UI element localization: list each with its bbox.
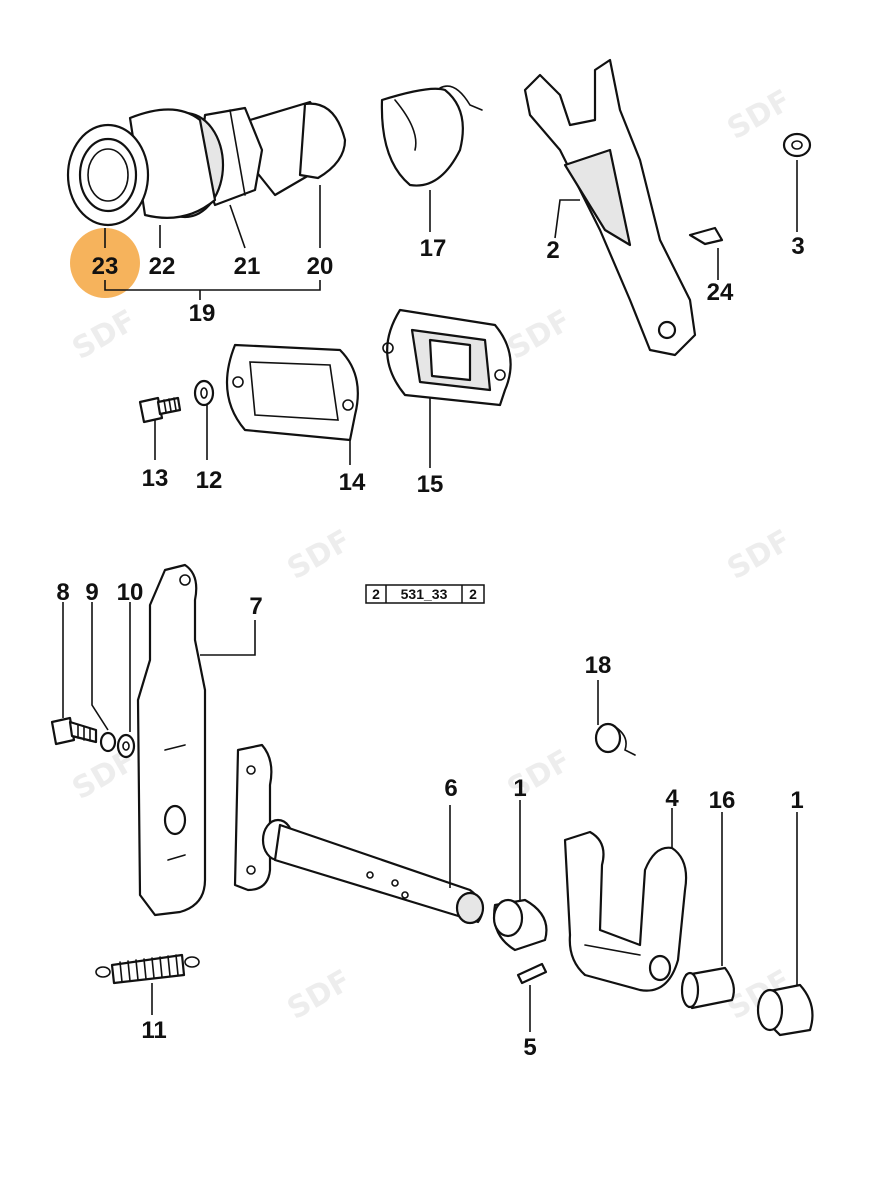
label-2[interactable]: 2: [546, 237, 559, 264]
label-10[interactable]: 10: [117, 579, 144, 606]
label-6[interactable]: 6: [444, 775, 457, 802]
diagram-code-box: 2 531_33 2: [365, 584, 485, 604]
label-24[interactable]: 24: [707, 279, 734, 306]
part-14-gasket[interactable]: [225, 343, 359, 465]
label-19[interactable]: 19: [189, 300, 216, 327]
label-15[interactable]: 15: [417, 471, 444, 498]
part-15-cover[interactable]: [382, 308, 512, 468]
label-17[interactable]: 17: [420, 235, 447, 262]
label-14[interactable]: 14: [339, 469, 366, 496]
part-3-washer[interactable]: [782, 132, 812, 232]
watermark: SDF: [722, 523, 798, 587]
leaders-19: [104, 185, 321, 300]
part-8-bolt[interactable]: [50, 602, 98, 746]
label-23[interactable]: 23: [92, 253, 119, 280]
part-13-bolt[interactable]: [138, 396, 182, 460]
part-12-washer[interactable]: [193, 379, 215, 460]
label-3[interactable]: 3: [791, 233, 804, 260]
label-12[interactable]: 12: [196, 467, 223, 494]
part-1-flanged-bushing[interactable]: [756, 812, 814, 1037]
label-22[interactable]: 22: [149, 253, 176, 280]
part-18-clip[interactable]: [594, 680, 636, 756]
label-16[interactable]: 16: [709, 787, 736, 814]
label-1-flanged-bushing[interactable]: 1: [790, 787, 803, 814]
label-8[interactable]: 8: [56, 579, 69, 606]
code-main: 531_33: [401, 586, 448, 602]
label-1-bushing[interactable]: 1: [513, 775, 526, 802]
part-2-clutch-fork[interactable]: [523, 58, 697, 357]
part-11-spring[interactable]: [95, 953, 200, 1015]
part-10-washer[interactable]: [116, 602, 136, 759]
part-4-shift-fork[interactable]: [563, 808, 688, 992]
watermark: SDF: [67, 303, 143, 367]
part-9-washer[interactable]: [91, 602, 117, 753]
label-21[interactable]: 21: [234, 253, 261, 280]
part-16-bushing[interactable]: [680, 812, 735, 1010]
part-24-clip[interactable]: [688, 226, 724, 280]
watermark: SDF: [722, 83, 798, 147]
part-1-bushing[interactable]: [492, 800, 548, 952]
watermark: SDF: [282, 523, 358, 587]
watermark: SDF: [502, 303, 578, 367]
release-bearing-assembly[interactable]: [66, 100, 347, 227]
label-20[interactable]: 20: [307, 253, 334, 280]
part-17-retaining-spring[interactable]: [380, 85, 483, 232]
highlight-marker: [70, 228, 140, 298]
code-suffix: 2: [469, 586, 477, 602]
label-7[interactable]: 7: [249, 593, 262, 620]
part-6-cross-shaft[interactable]: [233, 743, 485, 925]
part-labels: 23 22 21 20 19 17 2 24 3 13 12 14 15 8 9…: [56, 233, 804, 1061]
label-9[interactable]: 9: [85, 579, 98, 606]
watermark: SDF: [282, 963, 358, 1027]
label-5[interactable]: 5: [523, 1034, 536, 1061]
label-4[interactable]: 4: [665, 785, 679, 812]
label-11[interactable]: 11: [141, 1017, 166, 1044]
part-7-bracket-plate[interactable]: [136, 563, 256, 917]
label-13[interactable]: 13: [142, 465, 169, 492]
label-18[interactable]: 18: [585, 652, 612, 679]
part-5-pin[interactable]: [516, 962, 548, 1032]
code-prefix: 2: [372, 586, 380, 602]
